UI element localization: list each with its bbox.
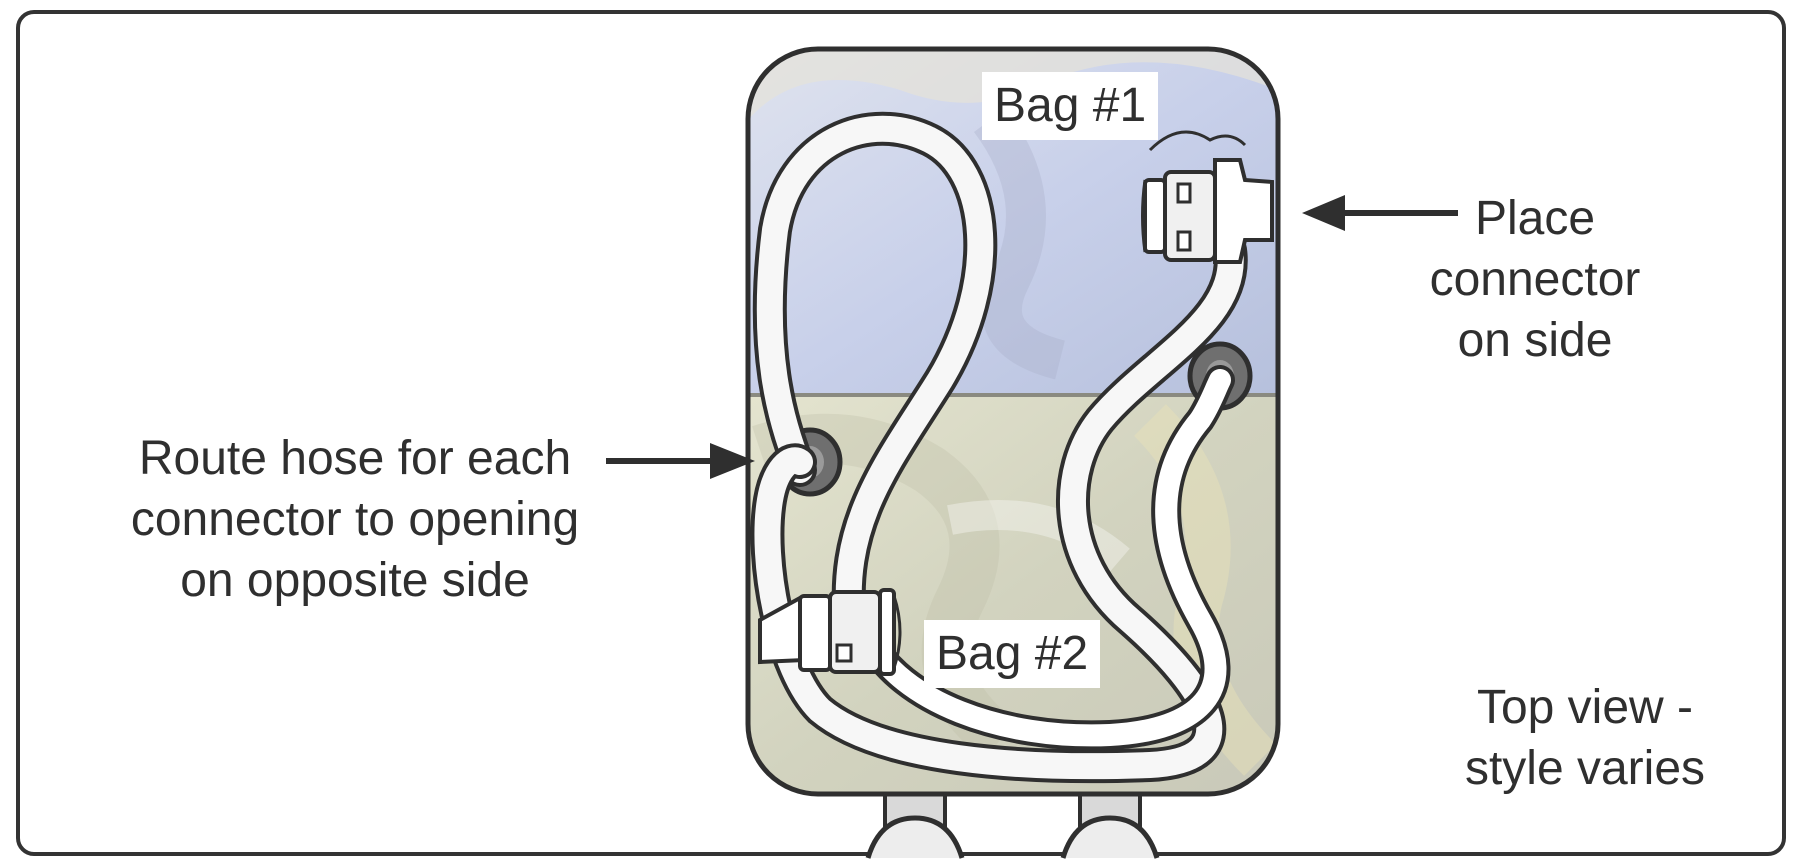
callout-line: on opposite side bbox=[180, 554, 530, 607]
callout-line: connector bbox=[1429, 253, 1641, 306]
place-connector-callout: Place connector on side bbox=[1400, 188, 1670, 371]
connector-top-right bbox=[1141, 130, 1274, 264]
route-hose-callout: Route hose for each connector to opening… bbox=[95, 428, 615, 611]
hose-bag-3 bbox=[855, 365, 1235, 751]
note-line: Top view - bbox=[1476, 681, 1694, 734]
container-feet bbox=[865, 788, 1160, 859]
hose-bag-1 bbox=[752, 111, 998, 637]
callout-line: Route hose for each bbox=[138, 432, 572, 485]
view-note: Top view - style varies bbox=[1440, 677, 1730, 799]
callout-line: connector to opening bbox=[130, 493, 580, 546]
arrow-to-connector bbox=[1302, 195, 1458, 231]
bag-2-label: Bag #2 bbox=[924, 620, 1101, 688]
note-line: style varies bbox=[1464, 742, 1706, 795]
arrow-to-opening bbox=[606, 443, 755, 479]
hose-bag-2 bbox=[750, 233, 1248, 784]
bag-1-label: Bag #1 bbox=[982, 72, 1159, 140]
callout-line: Place bbox=[1474, 192, 1596, 245]
connector-bottom-left bbox=[758, 588, 902, 676]
callout-line: on side bbox=[1457, 314, 1613, 367]
